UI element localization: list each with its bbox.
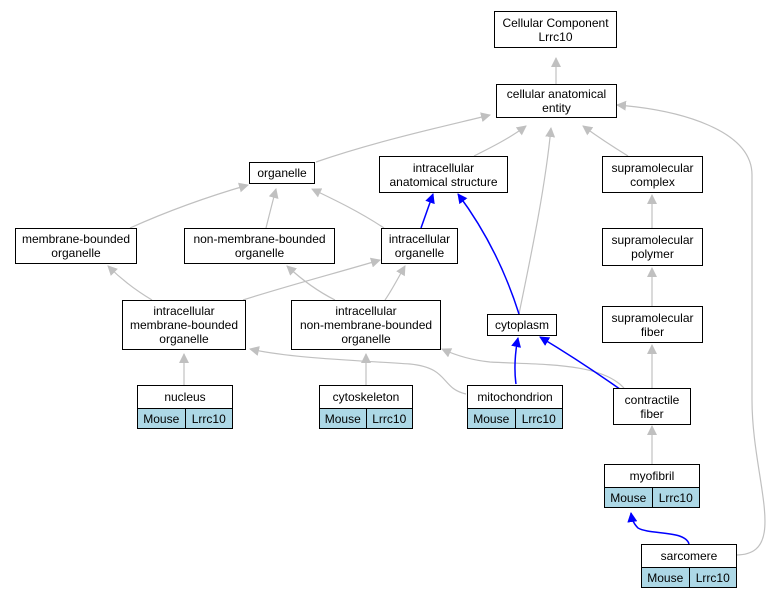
edge-imbo-mbo — [107, 265, 153, 301]
edge-organelle-cae — [315, 112, 491, 163]
node-myofibril[interactable]: myofibril Mouse Lrrc10 — [604, 464, 700, 508]
edge-smc-cae — [582, 125, 629, 157]
annotation-row: Mouse Lrrc10 — [642, 567, 736, 587]
species-tag[interactable]: Mouse — [473, 411, 510, 426]
node-label: non-membrane-bounded organelle — [193, 232, 326, 260]
node-mitochondrion[interactable]: mitochondrion Mouse Lrrc10 — [467, 385, 563, 429]
edge-mbo-organelle — [129, 182, 249, 229]
species-tag[interactable]: Mouse — [143, 411, 180, 426]
edge-cf-cyto — [539, 336, 625, 393]
gene-tag[interactable]: Lrrc10 — [688, 568, 737, 587]
node-label: intracellular organelle — [388, 232, 451, 260]
edge-mito-imbo — [249, 346, 467, 395]
node-intracellular-membrane-bounded-organelle[interactable]: intracellular membrane-bounded organelle — [122, 300, 246, 350]
node-intracellular-organelle[interactable]: intracellular organelle — [381, 228, 458, 264]
node-label: supramolecular complex — [611, 160, 694, 189]
edge-inmbo-io — [384, 265, 406, 301]
node-label: organelle — [257, 166, 307, 180]
edge-nmbo-organelle — [265, 188, 279, 229]
node-supramolecular-polymer[interactable]: supramolecular polymer — [602, 228, 703, 266]
edge-io-organelle — [311, 188, 385, 229]
gene-tag[interactable]: Lrrc10 — [651, 488, 700, 507]
node-label: mitochondrion — [477, 390, 553, 404]
node-label: cellular anatomical entity — [506, 87, 607, 115]
node-non-membrane-bounded-organelle[interactable]: non-membrane-bounded organelle — [184, 228, 335, 264]
node-sarcomere[interactable]: sarcomere Mouse Lrrc10 — [641, 544, 737, 588]
annotation-row: Mouse Lrrc10 — [320, 408, 412, 428]
node-cellular-component[interactable]: Cellular Component Lrrc10 — [494, 11, 617, 48]
annotation-row: Mouse Lrrc10 — [468, 408, 562, 428]
node-cytoplasm[interactable]: cytoplasm — [487, 314, 557, 336]
node-organelle[interactable]: organelle — [249, 162, 315, 184]
edge-imbo-io — [242, 257, 381, 301]
node-intracellular-non-membrane-bounded-organelle[interactable]: intracellular non-membrane-bounded organ… — [291, 300, 441, 350]
edge-sarc-myo — [627, 512, 690, 545]
node-label: supramolecular fiber — [611, 310, 694, 339]
edge-cf-inmbo — [441, 348, 625, 389]
edge-inmbo-nmbo — [286, 265, 336, 301]
edge-mito-cyto — [511, 337, 522, 385]
node-label: sarcomere — [660, 549, 718, 563]
node-label: myofibril — [629, 469, 675, 483]
node-cytoskeleton[interactable]: cytoskeleton Mouse Lrrc10 — [319, 385, 413, 429]
node-label: cytoskeleton — [332, 390, 400, 404]
node-cellular-anatomical-entity[interactable]: cellular anatomical entity — [496, 84, 617, 118]
node-intracellular-anatomical-structure[interactable]: intracellular anatomical structure — [379, 156, 508, 193]
edge-sarc-cae — [616, 100, 766, 556]
node-supramolecular-fiber[interactable]: supramolecular fiber — [602, 306, 703, 343]
node-label: intracellular non-membrane-bounded organ… — [299, 304, 433, 346]
node-label: contractile fiber — [624, 392, 680, 421]
node-label: membrane-bounded organelle — [21, 232, 131, 260]
gene-tag[interactable]: Lrrc10 — [184, 409, 233, 428]
node-label: Cellular Component Lrrc10 — [502, 15, 609, 44]
node-label: nucleus — [164, 390, 206, 404]
edge-cyto-cae — [518, 127, 556, 315]
annotation-row: Mouse Lrrc10 — [605, 487, 699, 507]
species-tag[interactable]: Mouse — [610, 490, 647, 505]
node-label: intracellular anatomical structure — [389, 160, 498, 189]
node-label: supramolecular polymer — [611, 233, 694, 261]
node-label: intracellular membrane-bounded organelle — [129, 304, 239, 346]
gene-tag[interactable]: Lrrc10 — [365, 409, 413, 428]
gene-tag[interactable]: Lrrc10 — [514, 409, 563, 428]
node-contractile-fiber[interactable]: contractile fiber — [613, 388, 691, 425]
species-tag[interactable]: Mouse — [647, 570, 684, 585]
edge-io-ias — [420, 193, 435, 229]
node-nucleus[interactable]: nucleus Mouse Lrrc10 — [137, 385, 233, 429]
species-tag[interactable]: Mouse — [324, 411, 361, 426]
node-membrane-bounded-organelle[interactable]: membrane-bounded organelle — [15, 228, 137, 264]
edge-cyto-ias — [457, 193, 520, 315]
edge-ias-cae — [473, 125, 527, 157]
node-label: cytoplasm — [494, 318, 550, 332]
node-supramolecular-complex[interactable]: supramolecular complex — [602, 156, 703, 193]
annotation-row: Mouse Lrrc10 — [138, 408, 232, 428]
